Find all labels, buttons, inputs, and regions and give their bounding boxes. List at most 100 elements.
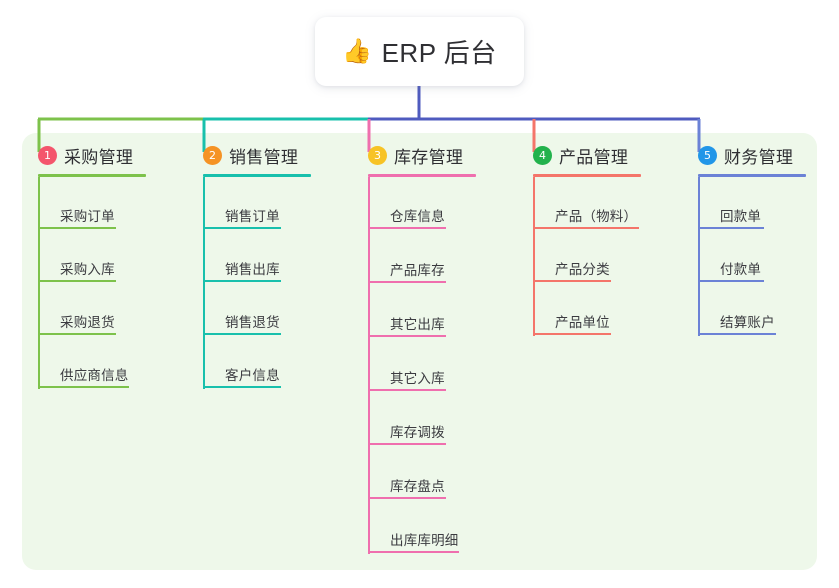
leaf-item[interactable]: 客户信息 (203, 364, 281, 388)
leaf-item[interactable]: 采购入库 (38, 260, 116, 282)
leaf-item[interactable]: 产品（物料） (533, 205, 639, 229)
column-header[interactable]: 5 财务管理 (698, 140, 838, 170)
leaf-item-label: 产品库存 (390, 263, 445, 278)
leaf-item[interactable]: 库存调拨 (368, 421, 446, 445)
leaf-item-underline (203, 227, 281, 229)
leaf-item-label: 客户信息 (225, 368, 280, 383)
column-header[interactable]: 3 库存管理 (368, 140, 518, 170)
leaf-item-label: 其它入库 (390, 371, 445, 386)
leaf-item-underline (203, 333, 281, 335)
column-title: 库存管理 (394, 147, 464, 167)
column-underline (533, 174, 641, 177)
leaf-item-underline (368, 281, 446, 283)
leaf-item[interactable]: 其它入库 (368, 369, 446, 391)
leaf-item[interactable]: 产品单位 (533, 311, 611, 335)
leaf-item[interactable]: 结算账户 (698, 311, 776, 335)
column-header[interactable]: 4 产品管理 (533, 140, 693, 170)
leaf-item-label: 产品单位 (555, 315, 610, 330)
column-产品管理: 4 产品管理产品（物料） 产品分类产品单位 (533, 140, 693, 336)
leaf-item-underline (203, 280, 281, 282)
leaf-item[interactable]: 出库库明细 (368, 531, 459, 553)
leaf-item-label: 销售订单 (225, 209, 280, 224)
root-node-card[interactable]: 👍 ERP 后台 (315, 17, 524, 86)
leaf-item-label: 库存盘点 (390, 479, 445, 494)
column-underline (203, 174, 311, 177)
column-财务管理: 5 财务管理回款单付款单结算账户 (698, 140, 838, 336)
leaf-item-body: 客户信息 (203, 364, 281, 388)
leaf-item[interactable]: 仓库信息 (368, 205, 446, 229)
leaf-item-body: 其它出库 (368, 313, 446, 337)
leaf-item[interactable]: 采购退货 (38, 311, 116, 335)
column-spine (698, 177, 700, 336)
leaf-item-underline (368, 389, 446, 391)
leaf-item[interactable]: 库存盘点 (368, 477, 446, 499)
leaf-item-label: 产品（物料） (555, 209, 638, 224)
leaf-item-body: 回款单 (698, 205, 764, 229)
leaf-item-body: 采购订单 (38, 205, 116, 229)
leaf-item-label: 付款单 (720, 262, 762, 277)
leaf-item-body: 库存调拨 (368, 421, 446, 445)
leaf-item-body: 销售出库 (203, 258, 281, 282)
leaf-item-label: 其它出库 (390, 317, 445, 332)
leaf-item[interactable]: 回款单 (698, 205, 764, 229)
leaf-item-body: 结算账户 (698, 311, 776, 335)
leaf-item-body: 产品（物料） (533, 205, 639, 229)
column-underline (38, 174, 146, 177)
leaf-item[interactable]: 其它出库 (368, 313, 446, 337)
column-title: 产品管理 (559, 147, 629, 167)
leaf-item-body: 供应商信息 (38, 364, 129, 388)
leaf-item-label: 采购入库 (60, 262, 115, 277)
leaf-item-underline (38, 386, 129, 388)
leaf-item-label: 回款单 (720, 209, 762, 224)
leaf-item-label: 采购退货 (60, 315, 115, 330)
leaf-item[interactable]: 产品分类 (533, 258, 611, 282)
column-underline (698, 174, 806, 177)
leaf-item[interactable]: 销售出库 (203, 258, 281, 282)
leaf-item-underline (203, 386, 281, 388)
column-采购管理: 1 采购管理采购订单采购入库采购退货供应商信息 (38, 140, 188, 389)
leaf-list: 销售订单销售出库销售退货客户信息 (203, 177, 353, 389)
column-underline (368, 174, 476, 177)
leaf-item-underline (533, 280, 611, 282)
leaf-item-body: 付款单 (698, 258, 764, 282)
leaf-list: 产品（物料） 产品分类产品单位 (533, 177, 693, 336)
leaf-item-label: 库存调拨 (390, 425, 445, 440)
column-header[interactable]: 1 采购管理 (38, 140, 188, 170)
leaf-list: 采购订单采购入库采购退货供应商信息 (38, 177, 188, 389)
leaf-item-underline (368, 335, 446, 337)
leaf-item[interactable]: 采购订单 (38, 205, 116, 229)
column-title: 采购管理 (64, 147, 134, 167)
leaf-item[interactable]: 销售退货 (203, 313, 281, 335)
column-index-badge: 4 (533, 145, 552, 165)
leaf-item-underline (698, 227, 764, 229)
leaf-item-underline (533, 227, 639, 229)
leaf-item-body: 出库库明细 (368, 529, 459, 553)
leaf-item-body: 采购退货 (38, 311, 116, 335)
leaf-item-underline (698, 280, 764, 282)
leaf-item-underline (38, 333, 116, 335)
column-title: 财务管理 (724, 147, 794, 167)
column-index-badge: 5 (698, 145, 717, 165)
leaf-item[interactable]: 销售订单 (203, 207, 281, 229)
leaf-item[interactable]: 产品库存 (368, 261, 446, 283)
leaf-item-underline (368, 497, 446, 499)
column-spine (38, 177, 40, 389)
column-spine (368, 177, 370, 554)
leaf-item-underline (368, 443, 446, 445)
leaf-item[interactable]: 付款单 (698, 258, 764, 282)
leaf-item-underline (698, 333, 776, 335)
leaf-item-underline (533, 333, 611, 335)
root-title-text: ERP 后台 (381, 38, 497, 68)
column-index-badge: 3 (368, 145, 387, 165)
column-index-badge: 1 (38, 145, 57, 165)
leaf-item[interactable]: 供应商信息 (38, 366, 129, 388)
leaf-item-body: 产品单位 (533, 311, 611, 335)
leaf-item-underline (368, 551, 459, 553)
leaf-item-underline (38, 280, 116, 282)
leaf-item-body: 仓库信息 (368, 205, 446, 229)
leaf-item-underline (368, 227, 446, 229)
leaf-item-body: 产品分类 (533, 258, 611, 282)
